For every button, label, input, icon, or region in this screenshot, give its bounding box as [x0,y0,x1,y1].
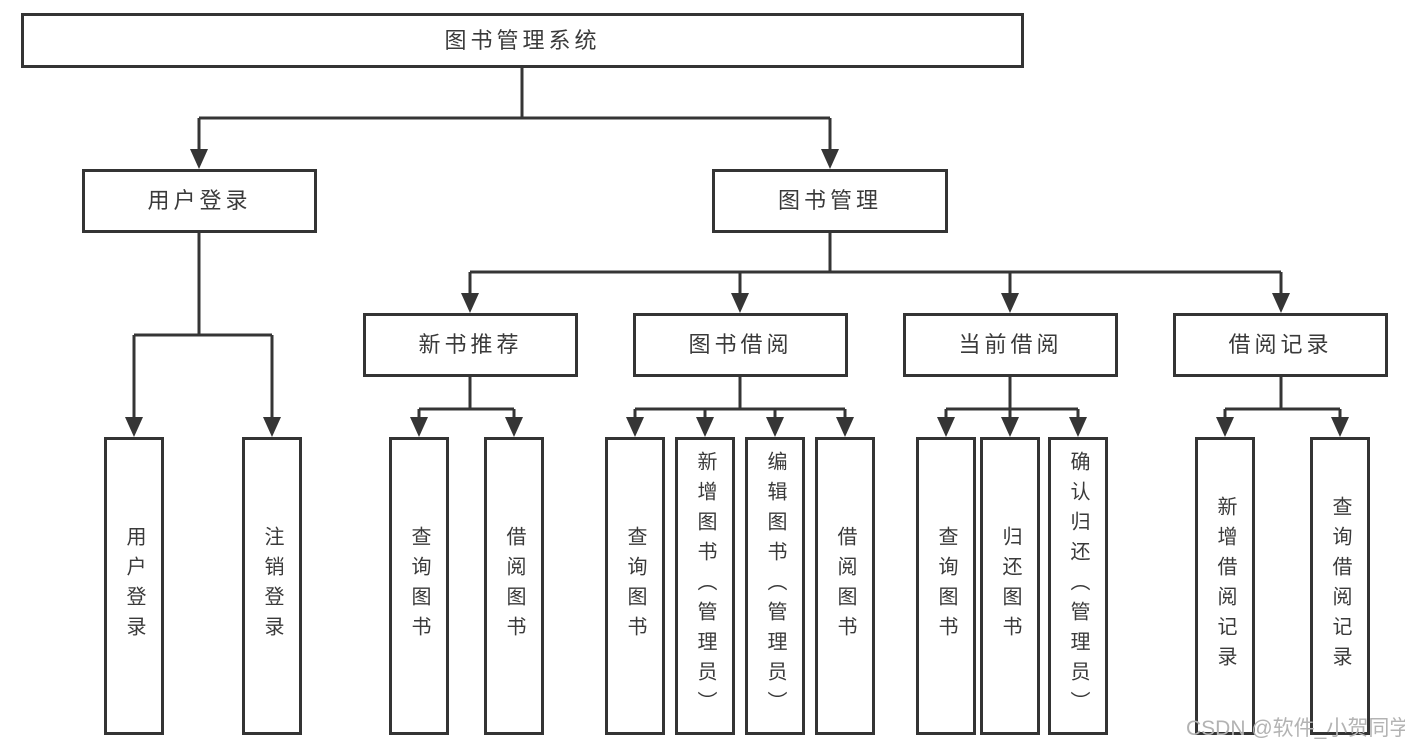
node-library-system: 图书管理系统 [21,13,1024,68]
leaf-query-books-borrow: 查询图书 [605,437,665,735]
leaf-label: 查询借阅记录 [1329,496,1351,676]
connector-book-borrow-children [626,377,854,437]
leaf-query-borrow-record: 查询借阅记录 [1310,437,1370,735]
leaf-label: 查询图书 [408,526,430,646]
arrow-down-icon [190,149,208,169]
arrow-down-icon [766,417,784,437]
node-label: 图书管理系统 [444,27,601,53]
node-label: 当前借阅 [958,332,1063,357]
connector-root-to-branches [190,66,839,169]
arrow-down-icon [1001,293,1019,313]
node-new-book-recommend: 新书推荐 [363,313,578,377]
connector-current-borrow-children [937,377,1087,437]
leaf-add-borrow-record: 新增借阅记录 [1195,437,1255,735]
arrow-down-icon [1216,417,1234,437]
leaf-add-books-admin: 新增图书（管理员） [675,437,735,735]
leaf-confirm-return-admin: 确认归还（管理员） [1048,437,1108,735]
arrow-down-icon [263,417,281,437]
leaf-label: 借阅图书 [834,526,856,646]
leaf-user-login: 用户登录 [104,437,164,735]
leaf-borrow-books: 借阅图书 [815,437,875,735]
leaf-label: 新增图书（管理员） [694,451,716,721]
leaf-label: 查询图书 [624,526,646,646]
arrow-down-icon [731,293,749,313]
leaf-logout: 注销登录 [242,437,302,735]
arrow-down-icon [410,417,428,437]
arrow-down-icon [696,417,714,437]
arrow-down-icon [937,417,955,437]
node-label: 图书借阅 [688,332,793,357]
leaf-label: 确认归还（管理员） [1067,451,1089,721]
leaf-label: 用户登录 [123,526,145,646]
arrow-down-icon [461,293,479,313]
leaf-label: 借阅图书 [503,526,525,646]
leaf-label: 注销登录 [261,526,283,646]
connector-book-management-sections [461,233,1290,313]
leaf-label: 新增借阅记录 [1214,496,1236,676]
leaf-return-books: 归还图书 [980,437,1040,735]
leaf-label: 归还图书 [999,526,1021,646]
connector-user-login-children [125,233,281,437]
node-label: 用户登录 [147,188,252,213]
arrow-down-icon [821,149,839,169]
leaf-label: 编辑图书（管理员） [764,451,786,721]
connector-borrow-records-children [1216,377,1349,437]
node-user-login: 用户登录 [82,169,317,233]
arrow-down-icon [1272,293,1290,313]
node-current-borrow: 当前借阅 [903,313,1118,377]
leaf-query-books-recommend: 查询图书 [389,437,449,735]
arrow-down-icon [505,417,523,437]
arrow-down-icon [626,417,644,437]
connector-new-book-recommend-children [410,377,523,437]
watermark: CSDN @软件_小贺同学 [1186,717,1405,740]
node-label: 借阅记录 [1228,332,1333,357]
node-label: 图书管理 [777,188,882,213]
leaf-borrow-books-recommend: 借阅图书 [484,437,544,735]
node-borrow-records: 借阅记录 [1173,313,1388,377]
node-label: 新书推荐 [418,332,523,357]
leaf-edit-books-admin: 编辑图书（管理员） [745,437,805,735]
arrow-down-icon [836,417,854,437]
arrow-down-icon [1069,417,1087,437]
leaf-query-books-current: 查询图书 [916,437,976,735]
node-book-management: 图书管理 [712,169,948,233]
arrow-down-icon [1331,417,1349,437]
arrow-down-icon [1001,417,1019,437]
node-book-borrow: 图书借阅 [633,313,848,377]
arrow-down-icon [125,417,143,437]
leaf-label: 查询图书 [935,526,957,646]
